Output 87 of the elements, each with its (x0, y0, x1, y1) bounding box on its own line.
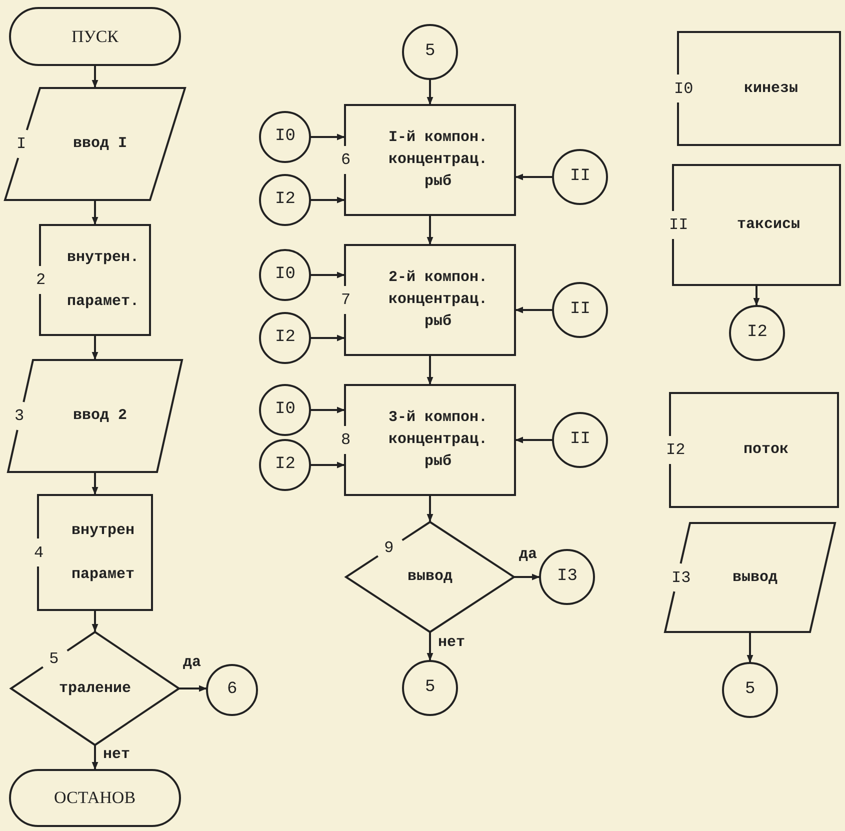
connector-circle (260, 112, 310, 162)
arrow (92, 472, 98, 495)
connector-label: I3 (557, 566, 578, 588)
terminal-box (10, 8, 180, 65)
node-label: вывод (408, 567, 453, 587)
arrow (310, 196, 345, 204)
connector-circle (403, 661, 457, 715)
arrow (426, 215, 434, 245)
connector-circle (730, 306, 784, 360)
node-label: I-й компон. концентрац. рыб (387, 128, 489, 192)
step-number: 7 (341, 291, 351, 309)
node-label: внутрен. парамет. (66, 248, 140, 312)
connector-circle (540, 550, 594, 604)
input-output-box (5, 88, 185, 200)
connector-circle (260, 175, 310, 225)
connector-label: II (570, 166, 590, 188)
connector-circle (260, 250, 310, 300)
step-number: 8 (341, 431, 351, 449)
connector-label: I2 (275, 454, 296, 476)
node-label: траление (59, 678, 132, 698)
connector-label: 5 (425, 677, 436, 699)
arrow (310, 406, 345, 414)
connector-label: I0 (275, 399, 296, 421)
node-label: внутрен парамет (70, 520, 136, 584)
arrow (753, 285, 760, 306)
arrow (310, 334, 345, 342)
node-label: ОСТАНОВ (54, 787, 136, 809)
arrow (515, 306, 553, 314)
arrow (310, 134, 345, 140)
step-number: 4 (34, 544, 44, 562)
arrow (426, 79, 434, 105)
node-label: ПУСК (72, 26, 118, 48)
connector-circle (207, 665, 257, 715)
input-output-box (665, 523, 835, 632)
node-label: ввод I (73, 134, 128, 154)
arrow (426, 632, 434, 661)
step-number: 2 (36, 271, 46, 289)
arrow (746, 632, 754, 663)
connector-circle (553, 283, 607, 337)
node-label: кинезы (744, 78, 798, 98)
arrow (515, 174, 553, 180)
input-output-box (8, 360, 182, 472)
step-number: I (16, 135, 26, 153)
node-label: поток (744, 440, 789, 460)
step-number: 9 (384, 539, 394, 558)
arrow (515, 436, 553, 444)
arrow (92, 335, 98, 360)
connector-circle (553, 413, 607, 467)
connector-circle (553, 150, 607, 204)
connector-circle (403, 25, 457, 79)
arrow (426, 495, 434, 522)
node-label: таксисы (737, 215, 800, 235)
connector-label: I0 (275, 264, 296, 286)
connector-label: I2 (747, 322, 768, 344)
step-number: 3 (14, 407, 24, 425)
node-label: 3-й компон. концентрац. рыб (387, 408, 489, 472)
arrow (92, 200, 98, 225)
connector-label: II (570, 429, 590, 451)
connector-label: 5 (745, 679, 756, 701)
arrow (310, 462, 345, 468)
connector-label: II (570, 299, 590, 321)
connector-circle (260, 313, 310, 363)
node-label: 2-й компон. концентрац. рыб (387, 268, 489, 332)
step-number: 6 (341, 151, 351, 169)
arrow (514, 574, 540, 580)
connector-label: I2 (275, 189, 296, 211)
arrow (179, 685, 207, 692)
connector-label: 5 (425, 41, 436, 63)
node-label: ввод 2 (73, 406, 128, 426)
arrow (310, 272, 345, 278)
step-number: II (669, 216, 688, 234)
step-number: I0 (674, 80, 694, 98)
node-label: вывод (732, 568, 778, 588)
connector-circle (260, 385, 310, 435)
connector-circle (723, 663, 777, 717)
terminal-box (10, 770, 180, 826)
connector-circle (260, 440, 310, 490)
step-number: I2 (666, 441, 686, 459)
step-number: 5 (49, 650, 59, 668)
arrow (92, 65, 98, 88)
connector-label: I2 (275, 327, 296, 349)
arrow (426, 355, 434, 385)
connector-label: I0 (275, 126, 296, 148)
arrow (92, 745, 98, 770)
step-number: I3 (672, 568, 691, 586)
arrow (92, 610, 98, 632)
connector-label: 6 (227, 679, 238, 701)
